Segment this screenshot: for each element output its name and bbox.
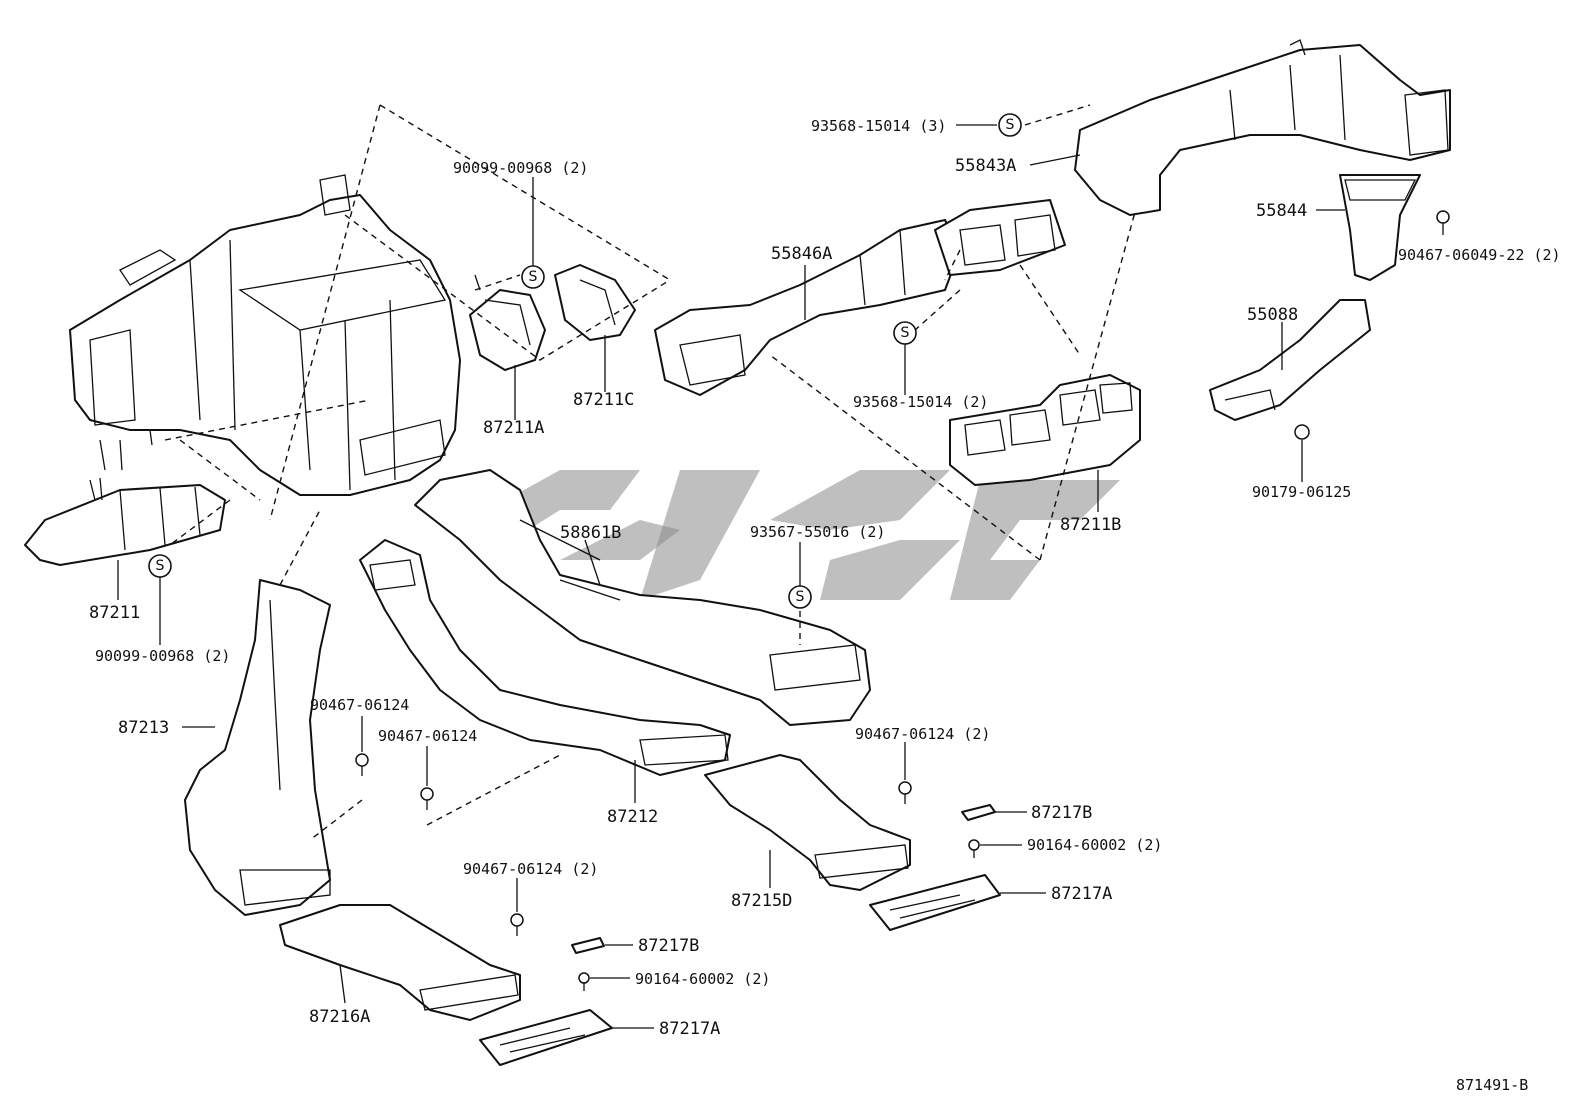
- part-87211: [24, 477, 226, 566]
- part-87211A: [469, 274, 546, 371]
- s-marker-93567: S: [788, 585, 812, 609]
- label-90179-06125: 90179-06125: [1252, 483, 1351, 501]
- label-90164-60002-right: 90164-60002 (2): [1027, 836, 1162, 854]
- label-87213: 87213: [118, 718, 169, 738]
- label-90467-06124-a: 90467-06124: [310, 696, 409, 714]
- labels: 93568-15014 (3) 55843A 90099-00968 (2) 5…: [89, 117, 1561, 1094]
- part-87211C: [554, 264, 636, 341]
- label-93568-15014-2: 93568-15014 (2): [853, 393, 988, 411]
- s-marker-90099-top: S: [521, 265, 545, 289]
- svg-text:S: S: [1006, 117, 1015, 133]
- dashed-lines: [164, 104, 1136, 841]
- label-90467-06124-b: 90467-06124: [378, 727, 477, 745]
- part-87216A: [279, 904, 521, 1021]
- part-87217A-left: [479, 1009, 613, 1066]
- label-87211C: 87211C: [573, 390, 634, 410]
- label-87211A: 87211A: [483, 418, 544, 438]
- label-87215D: 87215D: [731, 891, 792, 911]
- label-58861B: 58861B: [560, 523, 621, 543]
- s-marker-90099-low: S: [148, 554, 172, 578]
- label-55088: 55088: [1247, 305, 1298, 325]
- label-93567-55016: 93567-55016 (2): [750, 523, 885, 541]
- part-87213: [184, 579, 331, 916]
- label-87212: 87212: [607, 807, 658, 827]
- svg-text:S: S: [529, 269, 538, 285]
- part-87212: [359, 539, 731, 776]
- part-58861B: [414, 469, 871, 726]
- svg-text:S: S: [156, 558, 165, 574]
- label-87217A-left: 87217A: [659, 1019, 720, 1039]
- label-87217A-right: 87217A: [1051, 884, 1112, 904]
- label-90164-60002-left: 90164-60002 (2): [635, 970, 770, 988]
- label-87216A: 87216A: [309, 1007, 370, 1027]
- label-87217B-right: 87217B: [1031, 803, 1092, 823]
- drawing-number: 871491-B: [1456, 1076, 1528, 1094]
- watermark: [470, 470, 1120, 600]
- s-marker-top: S: [998, 113, 1022, 137]
- fasteners: [355, 210, 1450, 991]
- label-55846A: 55846A: [771, 244, 832, 264]
- label-55844: 55844: [1256, 201, 1307, 221]
- heater-unit-assembly: [69, 174, 461, 496]
- part-55843A: [1074, 39, 1451, 216]
- label-93568-15014-3: 93568-15014 (3): [811, 117, 946, 135]
- part-87217B-right: [961, 804, 996, 821]
- svg-text:S: S: [901, 325, 910, 341]
- part-87211B: [949, 374, 1141, 486]
- svg-text:S: S: [796, 589, 805, 605]
- label-90467-06124-d: 90467-06124 (2): [463, 860, 598, 878]
- leader-lines: [117, 124, 1345, 1029]
- part-55844: [1339, 174, 1421, 281]
- label-87217B-left: 87217B: [638, 936, 699, 956]
- label-87211B: 87211B: [1060, 515, 1121, 535]
- part-center-vents-upper: [934, 199, 1066, 276]
- part-55088: [1209, 299, 1371, 421]
- part-87217B-left: [571, 937, 605, 954]
- s-marker-93568-mid: S: [893, 321, 917, 345]
- label-90467-06049-22: 90467-06049-22 (2): [1398, 246, 1561, 264]
- label-90467-06124-c: 90467-06124 (2): [855, 725, 990, 743]
- label-90099-00968-top: 90099-00968 (2): [453, 159, 588, 177]
- label-87211: 87211: [89, 603, 140, 623]
- label-90099-00968-low: 90099-00968 (2): [95, 647, 230, 665]
- part-87215D: [704, 754, 911, 891]
- label-55843A: 55843A: [955, 156, 1016, 176]
- part-87217A-right: [869, 874, 1001, 931]
